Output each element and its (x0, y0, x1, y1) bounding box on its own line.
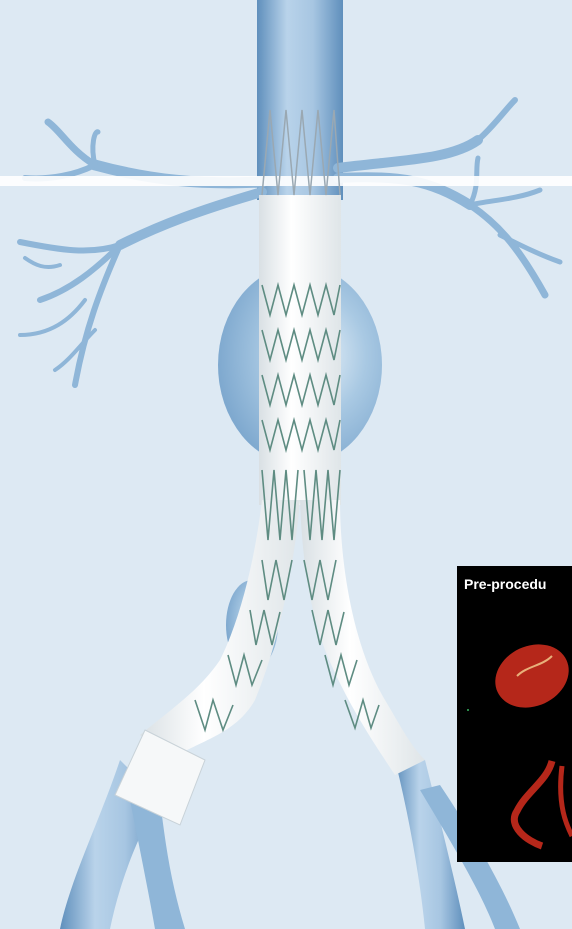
highlight-band (0, 176, 572, 186)
right-branch-vessels (338, 100, 560, 295)
ct-inset-panel: Pre-procedu (457, 566, 572, 862)
aorta-upper (257, 0, 343, 200)
inset-label: Pre-procedu (464, 576, 546, 592)
ct-scan-image (457, 566, 572, 862)
